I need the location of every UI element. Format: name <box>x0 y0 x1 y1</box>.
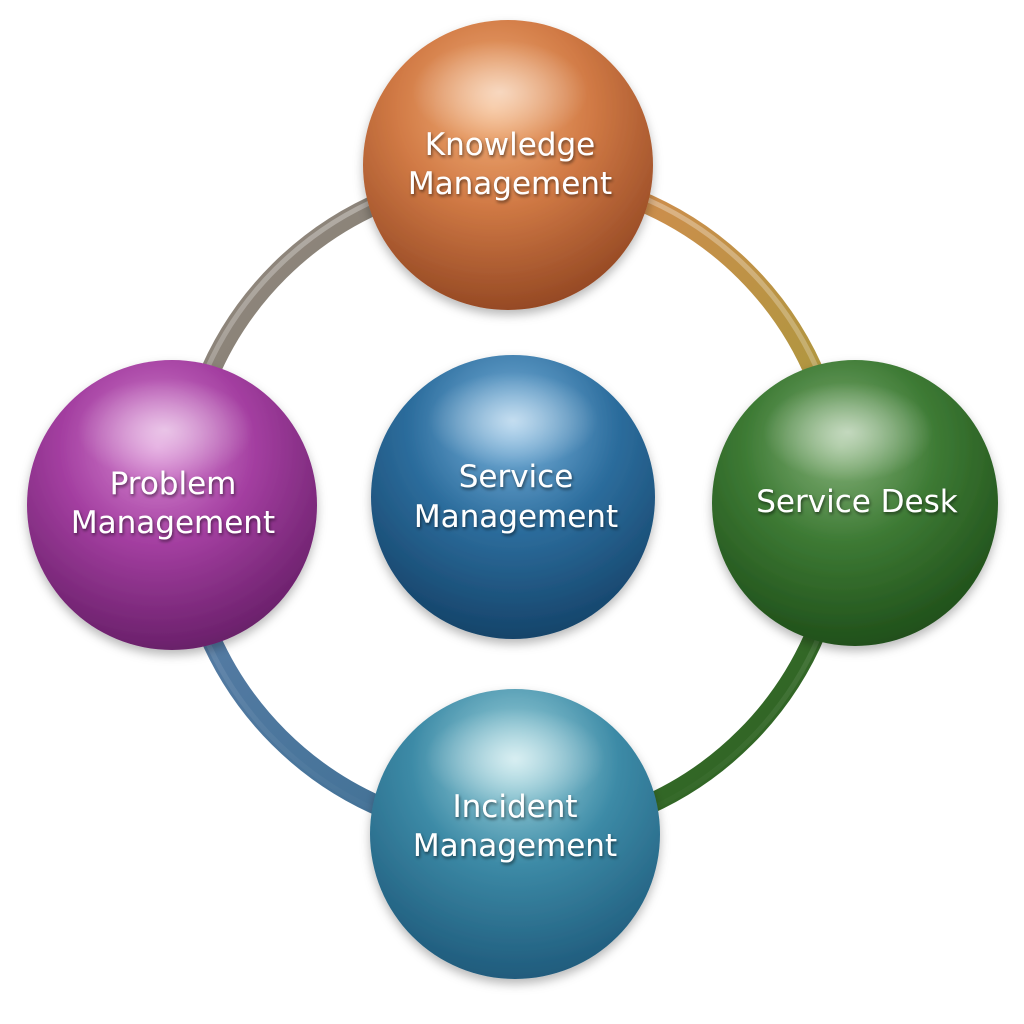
incident-label-line1: Incident <box>453 789 578 825</box>
node-problem-management: Problem Management <box>27 360 317 650</box>
service-desk-label: Service Desk <box>756 484 958 520</box>
node-service-desk: Service Desk <box>712 360 998 646</box>
problem-label-line1: Problem <box>110 466 237 502</box>
knowledge-label-line2: Management <box>408 166 612 202</box>
node-knowledge-management: Knowledge Management <box>363 20 653 310</box>
center-label-line2: Management <box>414 499 618 535</box>
incident-label-line2: Management <box>413 828 617 864</box>
center-label-line1: Service <box>459 459 574 495</box>
problem-label-line2: Management <box>71 505 275 541</box>
knowledge-label-line1: Knowledge <box>425 127 595 163</box>
node-service-management-center: Service Management <box>371 355 655 639</box>
node-incident-management: Incident Management <box>370 689 660 979</box>
